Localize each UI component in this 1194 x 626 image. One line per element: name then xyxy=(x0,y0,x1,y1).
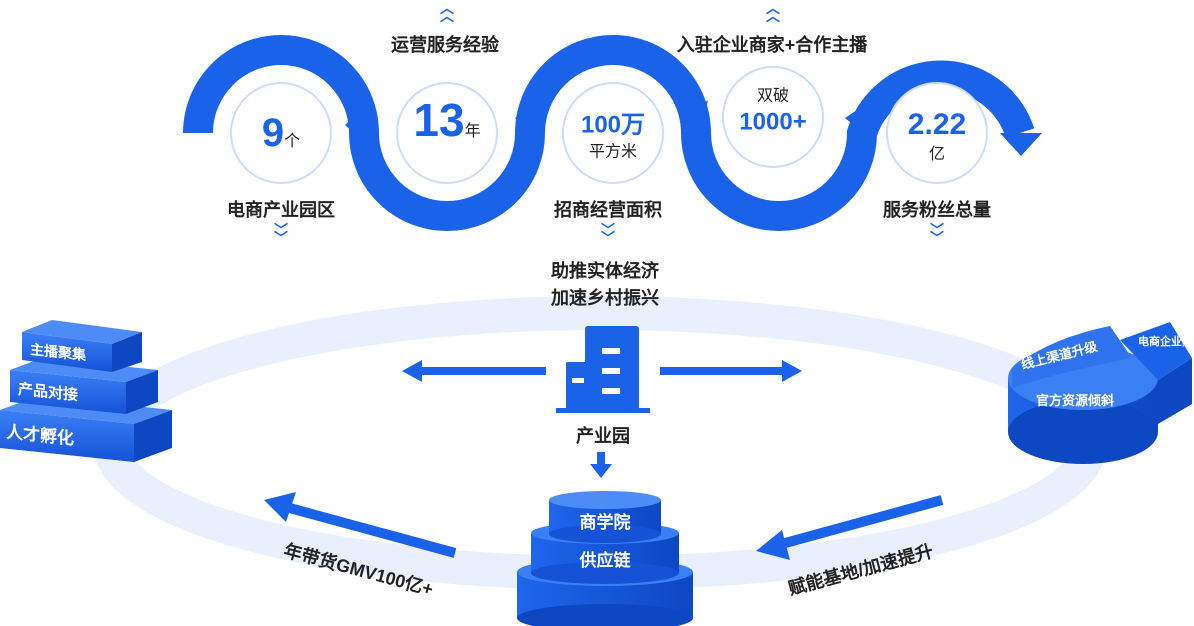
wave-arrowhead-2 xyxy=(515,100,540,140)
stairs-block xyxy=(0,320,172,462)
cylinder-chart xyxy=(1008,322,1192,464)
cake-stack xyxy=(517,491,693,626)
chevron-up-icon: ︿︿ xyxy=(766,0,780,24)
left-arrow xyxy=(402,360,546,382)
stat-label: 招商经营面积 xyxy=(554,200,662,220)
chevron-up-icon: ︿︿ xyxy=(440,0,454,24)
diagonal-arrow-left xyxy=(264,492,457,558)
stat-circles xyxy=(230,66,988,184)
stat-label: 服务粉丝总量 xyxy=(883,200,991,220)
chevron-down-icon: ﹀﹀ xyxy=(930,222,944,246)
stat-label: 入驻企业商家+合作主播 xyxy=(676,35,868,55)
stat-value-5: 2.22 亿 xyxy=(907,108,967,163)
wedge-label: 电商企业孵化 xyxy=(1138,336,1194,348)
chevron-down-icon: ﹀﹀ xyxy=(274,222,288,246)
stat-value-3: 100万 平方米 xyxy=(580,111,646,161)
cylinder-label-side: 官方资源倾斜 xyxy=(1036,393,1115,408)
park-label: 产业园 xyxy=(576,426,630,446)
stat-label: 运营服务经验 xyxy=(391,35,499,55)
cake-label-academy: 商学院 xyxy=(579,513,631,532)
stat-value-1: 9个 xyxy=(261,111,301,155)
wave-arrowhead-4 xyxy=(845,100,872,140)
stat-value-4: 双破 1000+ xyxy=(739,87,807,136)
chevron-down-icon: ﹀﹀ xyxy=(601,222,615,246)
right-arrow xyxy=(660,360,802,382)
diagonal-arrow-right xyxy=(756,495,944,560)
down-arrow xyxy=(590,452,612,478)
stat-value-2: 13年 xyxy=(413,94,481,146)
cake-label-supply-chain: 供应链 xyxy=(579,551,631,570)
wave-arrowhead-1 xyxy=(345,100,372,140)
wave-arrowhead-end xyxy=(1000,133,1042,156)
stat-label: 电商产业园区 xyxy=(227,200,335,220)
wave-path xyxy=(183,35,1035,231)
wave-arrowhead-3 xyxy=(680,100,708,140)
center-slogan: 助推实体经济 加速乡村振兴 xyxy=(551,261,659,308)
building-icon xyxy=(556,326,650,413)
